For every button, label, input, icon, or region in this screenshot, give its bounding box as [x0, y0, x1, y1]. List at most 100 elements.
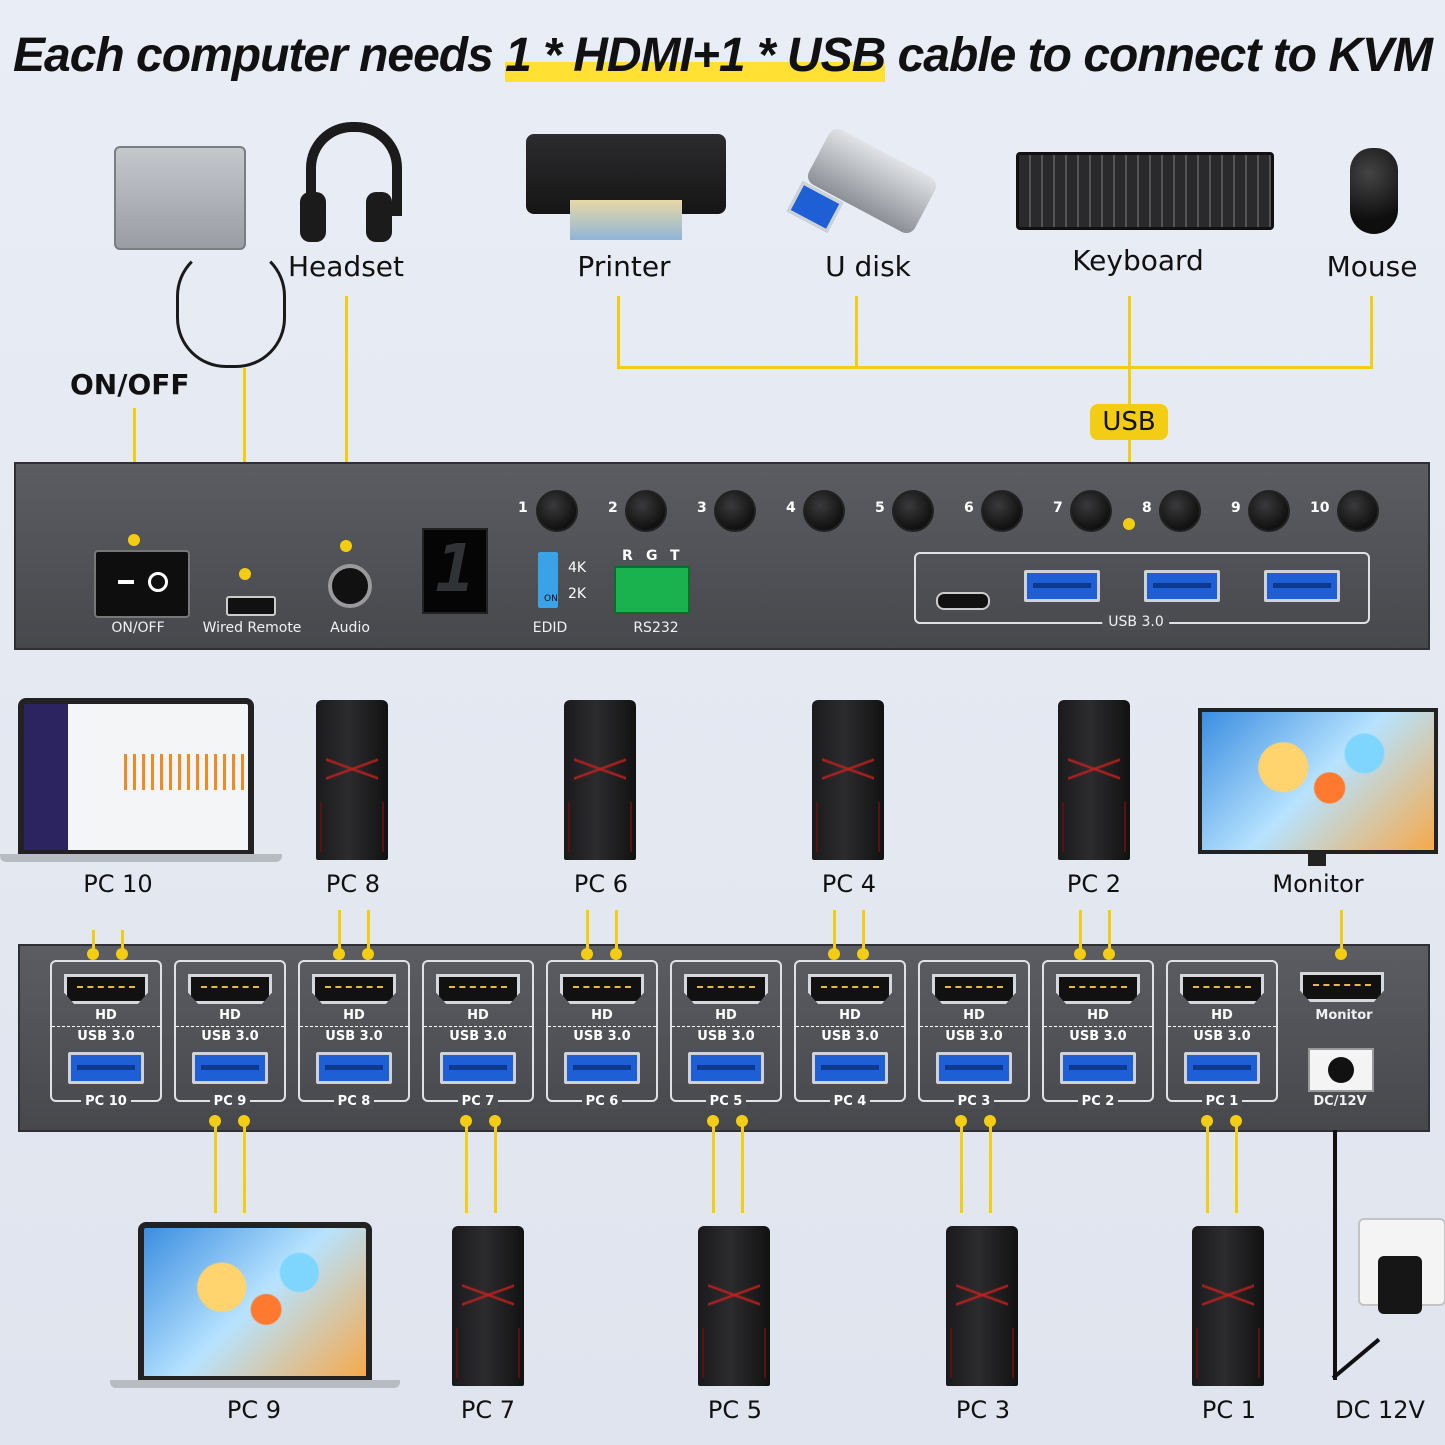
hdmi-port-pc6[interactable] [560, 974, 644, 1004]
switch-button-1[interactable] [536, 490, 578, 532]
monitor-screen [1198, 708, 1438, 854]
switch-button-7[interactable] [1070, 490, 1112, 532]
rs232-terminal[interactable] [614, 566, 690, 614]
onoff-callout: ON/OFF [70, 368, 190, 401]
hdmi-port-pc5[interactable] [684, 974, 768, 1004]
usb-port-pc8[interactable] [316, 1052, 392, 1084]
usb-badge: USB [1090, 404, 1168, 440]
connector-line [1206, 1121, 1209, 1213]
usb-port-pc6[interactable] [564, 1052, 640, 1084]
switch-button-2[interactable] [625, 490, 667, 532]
pc9-label: PC 9 [226, 1396, 282, 1424]
connector-dot [116, 948, 128, 960]
hdmi-port-pc7[interactable] [436, 974, 520, 1004]
tower-pc6 [564, 700, 636, 860]
switch-button-5[interactable] [892, 490, 934, 532]
connector-line [855, 296, 858, 368]
switch-button-8[interactable] [1159, 490, 1201, 532]
hdmi-port-pc9[interactable] [188, 974, 272, 1004]
connector-line [615, 910, 618, 954]
button-number: 2 [608, 500, 618, 516]
hdmi-port-pc1[interactable] [1180, 974, 1264, 1004]
button-number: 3 [697, 500, 707, 516]
port-label-pc2: PC 2 [1077, 1094, 1119, 1109]
edid-switch[interactable] [538, 552, 558, 608]
pc1-label: PC 1 [1201, 1396, 1257, 1424]
keyboard-icon [1016, 152, 1274, 230]
port-label-pc9: PC 9 [209, 1094, 251, 1109]
switch-button-4[interactable] [803, 490, 845, 532]
usb30-label: USB 3.0 [1044, 1026, 1152, 1044]
usb-port-pc5[interactable] [688, 1052, 764, 1084]
audio-jack[interactable] [328, 564, 372, 608]
hd-label: HD [839, 1008, 861, 1023]
wired-remote-port[interactable] [226, 596, 276, 616]
hdmi-port-pc10[interactable] [64, 974, 148, 1004]
hdmi-port-pc3[interactable] [932, 974, 1016, 1004]
connector-line [617, 296, 620, 368]
usb-c-port[interactable] [936, 592, 990, 610]
port-label-pc1: PC 1 [1201, 1094, 1243, 1109]
power-switch[interactable] [94, 550, 190, 618]
monitor-port-label: Monitor [1315, 1008, 1373, 1023]
switch-button-9[interactable] [1248, 490, 1290, 532]
port-label-pc6: PC 6 [581, 1094, 623, 1109]
button-number: 5 [875, 500, 885, 516]
hd-label: HD [95, 1008, 117, 1023]
usb30-label: USB 3.0 [1102, 614, 1170, 630]
tower-pc5 [698, 1226, 770, 1386]
button-number: 9 [1231, 500, 1241, 516]
onoff-label: ON/OFF [111, 620, 165, 636]
switch-button-10[interactable] [1337, 490, 1379, 532]
usb-port-pc1[interactable] [1184, 1052, 1260, 1084]
wired-remote-icon [114, 146, 246, 250]
pc3-label: PC 3 [955, 1396, 1011, 1424]
hdmi-port-pc2[interactable] [1056, 974, 1140, 1004]
connector-dot [128, 534, 140, 546]
hd-label: HD [343, 1008, 365, 1023]
rs232-pin-g: G [646, 548, 658, 564]
usb-port-pc4[interactable] [812, 1052, 888, 1084]
front-usb-port-1[interactable] [1024, 570, 1100, 602]
front-usb-port-3[interactable] [1264, 570, 1340, 602]
hdmi-port-monitor[interactable] [1300, 972, 1384, 1002]
connector-dot [333, 948, 345, 960]
usb30-label: USB 3.0 [176, 1026, 284, 1044]
front-usb-port-2[interactable] [1144, 570, 1220, 602]
cable-icon [176, 246, 286, 368]
connector-line [586, 910, 589, 954]
mouse-label: Mouse [1326, 250, 1418, 283]
laptop-base [110, 1380, 400, 1388]
connector-dot [340, 540, 352, 552]
usb-port-pc3[interactable] [936, 1052, 1012, 1084]
laptop-pc9-screen [138, 1222, 372, 1382]
button-number: 6 [964, 500, 974, 516]
connector-line [367, 910, 370, 954]
usb-port-pc7[interactable] [440, 1052, 516, 1084]
switch-button-3[interactable] [714, 490, 756, 532]
wired-remote-label: Wired Remote [202, 620, 302, 636]
hdmi-port-pc4[interactable] [808, 974, 892, 1004]
connector-line [243, 1121, 246, 1213]
dc-port-label: DC/12V [1313, 1094, 1367, 1109]
switch-button-6[interactable] [981, 490, 1023, 532]
title-text: Each computer needs [12, 29, 506, 82]
hdmi-port-pc8[interactable] [312, 974, 396, 1004]
usb-port-pc2[interactable] [1060, 1052, 1136, 1084]
button-number: 7 [1053, 500, 1063, 516]
usb30-label: USB 3.0 [672, 1026, 780, 1044]
pc5-label: PC 5 [707, 1396, 763, 1424]
connector-line [833, 910, 836, 954]
keyboard-label: Keyboard [1072, 244, 1204, 277]
port-label-pc3: PC 3 [953, 1094, 995, 1109]
connector-line [1340, 910, 1343, 954]
dc-power-port[interactable] [1308, 1048, 1374, 1092]
pc6-label: PC 6 [573, 870, 629, 898]
button-number: 4 [786, 500, 796, 516]
connector-dot [857, 948, 869, 960]
usb-port-pc9[interactable] [192, 1052, 268, 1084]
connector-line [1235, 1121, 1238, 1213]
connector-line [862, 910, 865, 954]
usb-port-pc10[interactable] [68, 1052, 144, 1084]
